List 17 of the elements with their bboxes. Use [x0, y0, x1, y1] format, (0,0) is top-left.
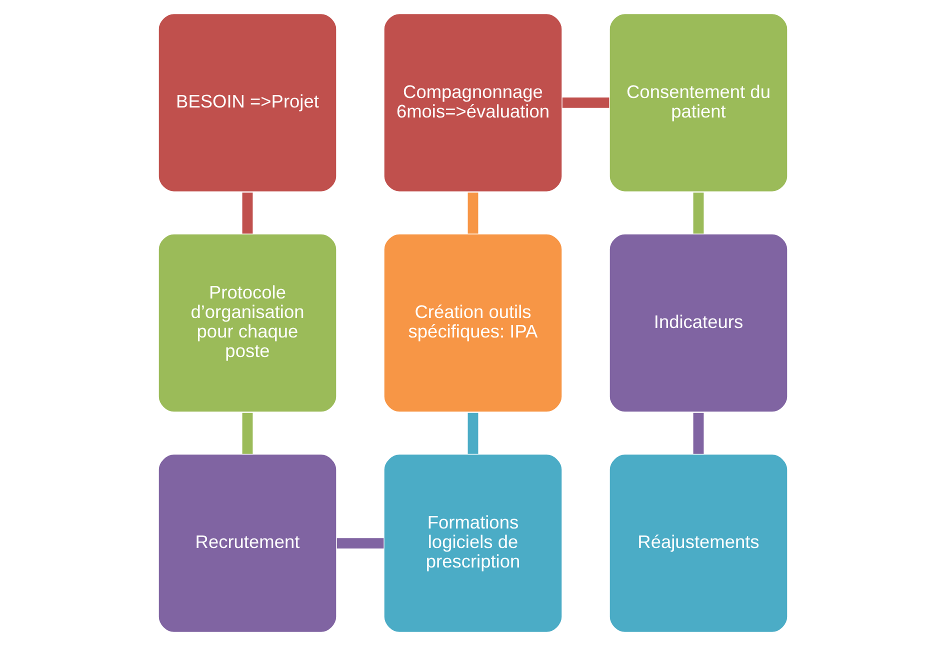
connector: [562, 98, 609, 108]
connector: [336, 538, 384, 548]
node-box: Indicateurs: [608, 233, 788, 413]
connector: [242, 412, 252, 454]
connector: [467, 192, 478, 234]
connector: [242, 192, 252, 234]
node-box: BESOIN =>Projet: [157, 12, 337, 193]
node-box: Création outils spécifiques: IPA: [382, 233, 562, 413]
connector: [467, 412, 478, 454]
connector: [692, 412, 704, 454]
node-box: Protocole d’organisation pour chaque poste: [157, 233, 337, 413]
node-box: Compagnonnage 6mois=>évaluation: [382, 12, 562, 193]
node-box: Formations logiciels de prescription: [382, 453, 562, 634]
node-box: Recrutement: [157, 453, 337, 634]
node-box: Réajustements: [608, 453, 788, 634]
connector: [692, 192, 704, 234]
node-box: Consentement du patient: [608, 12, 788, 193]
